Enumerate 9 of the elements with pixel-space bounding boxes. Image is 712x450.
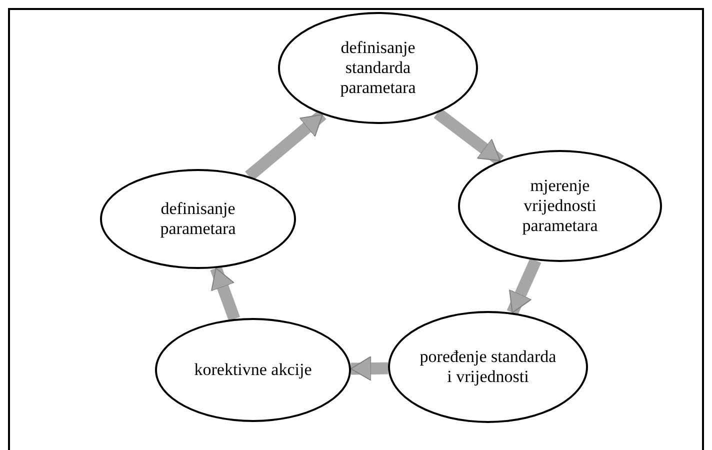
node-label: mjerenje vrijednosti parametara bbox=[521, 176, 599, 236]
block-arrow bbox=[434, 108, 504, 166]
block-arrow bbox=[245, 110, 326, 181]
node-label: definisanje parametara bbox=[159, 199, 237, 239]
node-label: definisanje standarda parametara bbox=[339, 38, 417, 98]
block-arrow bbox=[350, 356, 388, 381]
block-arrow bbox=[210, 266, 240, 321]
node-label: korektivne akcije bbox=[194, 360, 312, 380]
node-label: poređenje standarda i vrijednosti bbox=[418, 347, 558, 387]
